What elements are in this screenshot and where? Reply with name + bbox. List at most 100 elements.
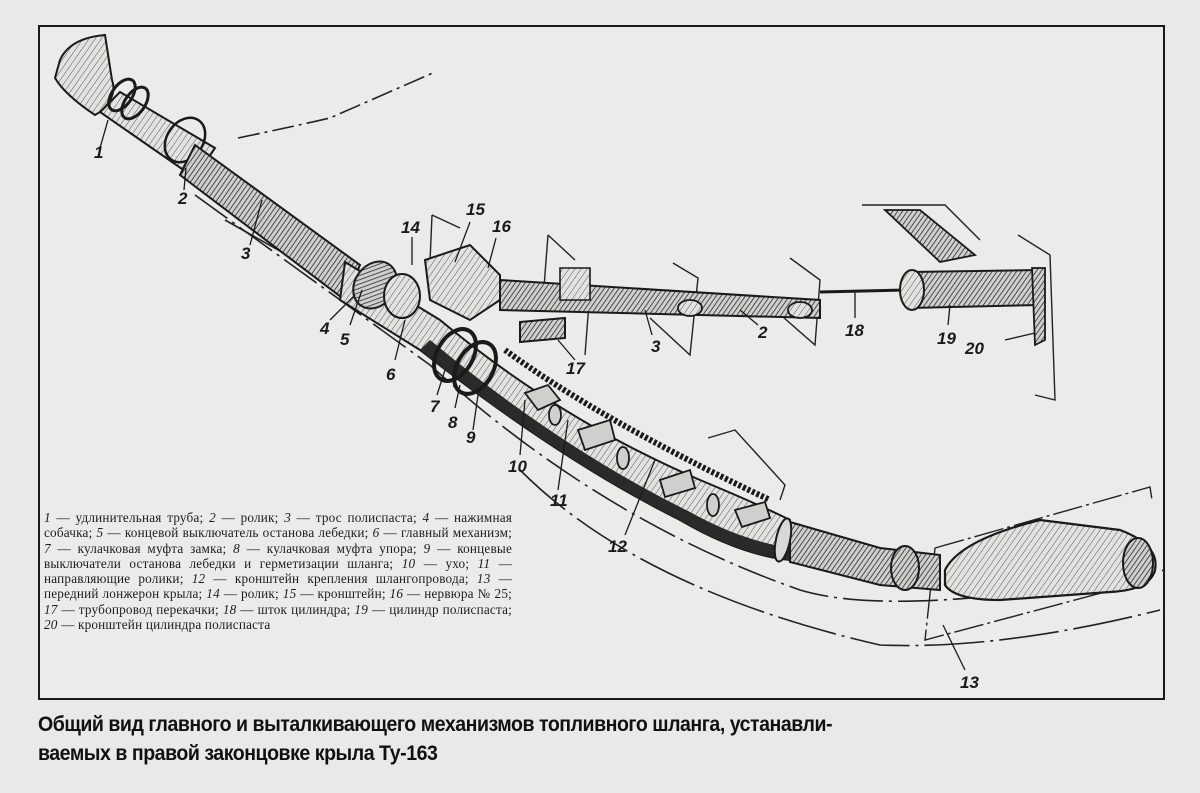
ejector-mechanism bbox=[499, 209, 1046, 347]
tackle-cable-housing bbox=[499, 278, 821, 320]
legend-item-text: кулачковая муфта замка; bbox=[77, 540, 227, 556]
callout-8: 8 bbox=[448, 413, 458, 432]
callout-3b: 3 bbox=[651, 337, 661, 356]
tail-coupling bbox=[890, 545, 920, 591]
main-mechanism-body bbox=[383, 273, 421, 319]
guide-rollers bbox=[523, 383, 772, 529]
legend-item-number: 19 bbox=[354, 601, 369, 617]
legend-item-number: 8 bbox=[233, 540, 240, 556]
legend-item-number: 20 bbox=[44, 617, 58, 633]
legend-item-text: трос полиспаста; bbox=[315, 510, 417, 525]
roller-2 bbox=[787, 301, 813, 319]
drogue-funnel bbox=[53, 33, 115, 117]
legend-item-text: передний лонжерон крыла; bbox=[44, 586, 203, 602]
legend-item: 2 — ролик; bbox=[209, 510, 279, 525]
legend-item-number: 14 bbox=[206, 586, 220, 602]
legend-item: 14 — ролик; bbox=[206, 586, 279, 602]
legend-item-text: нервюра № 25; bbox=[424, 586, 512, 602]
legend-item-text: кронштейн; bbox=[317, 586, 386, 602]
legend-item-text: кронштейн цилиндра полиспаста bbox=[77, 617, 271, 633]
callout-3: 3 bbox=[241, 244, 251, 263]
transfer-pipeline bbox=[519, 316, 566, 344]
parts-legend: 1 — удлинительная труба; 2 — ролик; 3 — … bbox=[44, 510, 512, 632]
callout-12: 12 bbox=[608, 537, 627, 556]
legend-item-number: 4 bbox=[422, 510, 430, 525]
legend-item-text: шток цилиндра; bbox=[257, 601, 351, 617]
legend-item: 1 — удлинительная труба; bbox=[44, 510, 204, 525]
legend-item: 6 — главный механизм; bbox=[372, 525, 513, 541]
ear bbox=[523, 383, 562, 412]
callout-11: 11 bbox=[550, 491, 568, 510]
legend-item-text: ролик; bbox=[240, 510, 279, 525]
legend-item: 9 — концевые выключатели останова лебедк… bbox=[44, 540, 513, 571]
legend-item: 19 — цилиндр полиспаста; bbox=[354, 601, 513, 617]
callout-10: 10 bbox=[508, 457, 527, 476]
legend-item: 15 — кронштейн; bbox=[282, 586, 386, 602]
tackle-cylinder bbox=[909, 268, 1041, 310]
funnel-ring-1 bbox=[107, 77, 137, 113]
legend-item-number: 13 bbox=[476, 571, 491, 587]
callout-5: 5 bbox=[340, 330, 350, 349]
legend-item: 17 — трубопровод перекачки; bbox=[44, 601, 219, 617]
legend-item-text: ухо; bbox=[445, 555, 470, 571]
bracket-b bbox=[658, 468, 697, 499]
legend-item: 8 — кулачковая муфта упора; bbox=[233, 540, 417, 556]
leader-lines bbox=[99, 119, 1036, 671]
roller bbox=[548, 404, 562, 426]
main-mechanism bbox=[352, 243, 772, 503]
callout-9: 9 bbox=[466, 428, 476, 447]
legend-item-number: 3 bbox=[284, 510, 291, 525]
callout-17: 17 bbox=[566, 359, 586, 378]
legend-item-number: 17 bbox=[44, 601, 58, 617]
legend-item-text: трубопровод перекачки; bbox=[78, 601, 219, 617]
bracket-15 bbox=[423, 243, 501, 322]
legend-item-number: 9 bbox=[423, 540, 431, 556]
legend-item-text: кронштейн крепления шлангопровода; bbox=[234, 571, 469, 587]
cylinder-head bbox=[899, 269, 925, 311]
axis-line-top bbox=[237, 71, 436, 139]
spar-plane bbox=[924, 486, 1153, 641]
legend-item-text: цилиндр полиспаста; bbox=[389, 601, 513, 617]
callout-13: 13 bbox=[960, 673, 979, 692]
legend-item: 7 — кулачковая муфта замка; bbox=[44, 540, 227, 556]
legend-item-number: 10 bbox=[401, 555, 416, 571]
rib-plane-3 bbox=[649, 262, 699, 357]
legend-item-text: концевые выключатели останова лебедки и … bbox=[44, 540, 513, 571]
legend-item-number: 16 bbox=[389, 586, 404, 602]
caption-line-1: Общий вид главного и выталкивающего меха… bbox=[38, 713, 833, 736]
legend-item: 20 — кронштейн цилиндра полиспаста bbox=[44, 617, 271, 633]
cylinder-rod bbox=[819, 288, 906, 294]
cylinder-bracket bbox=[1031, 267, 1046, 347]
roller bbox=[616, 446, 630, 470]
legend-item-number: 6 bbox=[372, 525, 380, 541]
roller-3 bbox=[677, 299, 703, 317]
callout-4: 4 bbox=[319, 319, 330, 338]
cam-coupling-stop bbox=[452, 340, 498, 396]
legend-item-text: ролик; bbox=[240, 586, 279, 602]
legend-item: 10 — ухо; bbox=[401, 555, 470, 571]
cylinder-plane bbox=[1017, 234, 1056, 401]
callout-2b: 2 bbox=[757, 323, 768, 342]
mid-coupling bbox=[773, 517, 793, 563]
axis-line-lower bbox=[194, 194, 1166, 602]
legend-item: 16 — нервюра № 25; bbox=[389, 586, 512, 602]
cam-coupling-lock bbox=[432, 327, 478, 383]
legend-item: 13 — передний лонжерон крыла; bbox=[44, 571, 513, 602]
end-fitting bbox=[943, 518, 1157, 602]
legend-item-number: 1 bbox=[44, 510, 51, 525]
legend-item-number: 2 bbox=[209, 510, 216, 525]
legend-item: 4 — нажимная собачка; bbox=[44, 510, 513, 541]
tackle-rail bbox=[559, 267, 591, 301]
legend-item-text: направляющие ролики; bbox=[44, 571, 184, 587]
callout-20: 20 bbox=[964, 339, 984, 358]
legend-item-number: 15 bbox=[282, 586, 297, 602]
callout-19: 19 bbox=[937, 329, 956, 348]
extension-tube bbox=[98, 90, 217, 180]
legend-item-number: 18 bbox=[222, 601, 237, 617]
callout-15: 15 bbox=[466, 200, 485, 219]
rib-plane-25 bbox=[429, 214, 461, 263]
figure-caption: Общий вид главного и выталкивающего меха… bbox=[38, 710, 1168, 768]
rib-plane-12 bbox=[707, 429, 786, 501]
wing-leading-curve bbox=[519, 469, 1161, 647]
